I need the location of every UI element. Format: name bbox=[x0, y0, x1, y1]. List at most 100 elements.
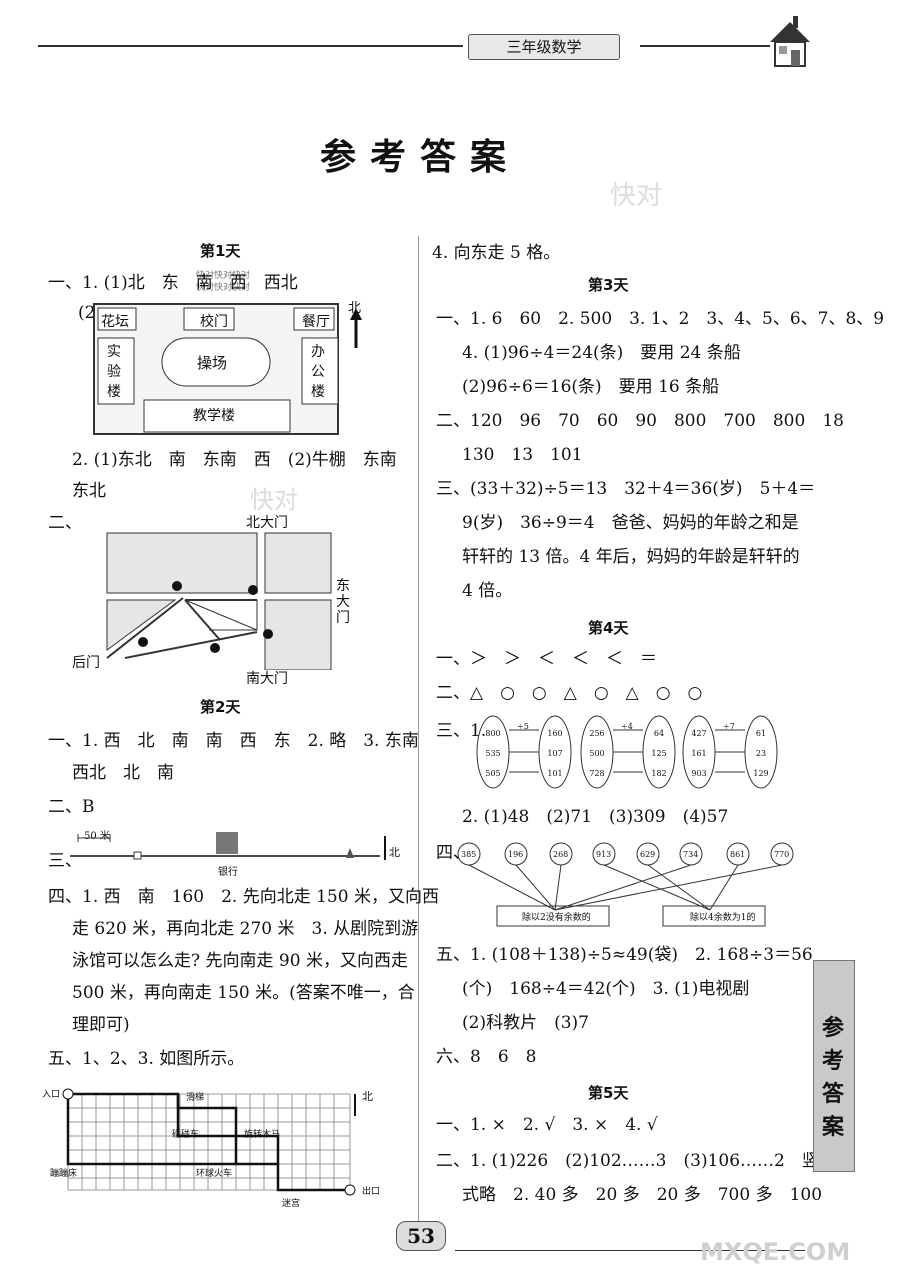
grid-label: 出口 bbox=[362, 1187, 381, 1197]
answer-line: 轩轩的 13 倍。4 年后，妈妈的年龄是轩轩的 bbox=[462, 547, 800, 567]
oval-g2-out: 64 125 182 bbox=[644, 724, 674, 784]
oval-op: ÷5 bbox=[517, 722, 529, 731]
day-1-heading: 第1天 bbox=[200, 242, 241, 260]
oval-value: 101 bbox=[547, 769, 563, 778]
category-box-left: 除以2没有余数的 bbox=[522, 913, 591, 923]
answer-line: 4. (1)96÷4＝24(条) 要用 24 条船 bbox=[462, 343, 741, 363]
oval-value: 182 bbox=[651, 769, 667, 778]
answer-line: 一、1. (1)北 东 南 西 西北 bbox=[48, 273, 298, 293]
oval-value: 500 bbox=[589, 749, 605, 758]
side-char: 答 bbox=[821, 1082, 844, 1107]
side-char: 考 bbox=[821, 1049, 844, 1074]
oval-value: 256 bbox=[589, 729, 605, 738]
circle-value: 196 bbox=[508, 850, 524, 859]
grid-label: 入口 bbox=[42, 1090, 61, 1100]
oval-value: 23 bbox=[755, 749, 767, 758]
scale-label: 50 米 bbox=[84, 831, 110, 842]
side-char: 案 bbox=[821, 1115, 844, 1140]
answer-line: (个) 168÷4＝42(个) 3. (1)电视剧 bbox=[462, 979, 750, 999]
answer-line: 三、(33＋32)÷5＝13 32＋4＝36(岁) 5＋4＝ bbox=[436, 479, 816, 499]
answer-line: 走 620 米，再向北走 270 米 3. 从剧院到游 bbox=[72, 919, 419, 939]
day-4-heading: 第4天 bbox=[588, 619, 629, 637]
circle-value: 770 bbox=[774, 850, 790, 859]
oval-g1-out: 160 107 101 bbox=[540, 724, 570, 784]
north-label: 北 bbox=[362, 1090, 373, 1103]
answer-line: 西北 北 南 bbox=[72, 763, 174, 783]
map-label: 餐厅 bbox=[302, 314, 330, 330]
header-rule-left bbox=[38, 45, 463, 47]
oval-value: 161 bbox=[691, 749, 707, 758]
circle-value: 629 bbox=[640, 850, 656, 859]
answer-line: 4. 向东走 5 格。 bbox=[432, 243, 561, 263]
answer-line: 一、1. × 2. √ 3. × 4. √ bbox=[436, 1115, 658, 1135]
town-map bbox=[106, 532, 332, 670]
page-number: 53 bbox=[396, 1221, 446, 1251]
answer-line: 二、1. (1)226 (2)102……3 (3)106……2 竖 bbox=[436, 1151, 819, 1171]
answer-line: 泳馆可以怎么走? 先向南走 90 米，又向西走 bbox=[72, 951, 408, 971]
oval-value: 505 bbox=[485, 769, 501, 778]
oval-value: 535 bbox=[485, 749, 501, 758]
header-subject: 三年级数学 bbox=[468, 34, 620, 60]
oval-value: 129 bbox=[753, 769, 769, 778]
map-label: 南大门 bbox=[246, 671, 288, 687]
header-rule-right bbox=[640, 45, 770, 47]
grid-label: 旋转木马 bbox=[244, 1130, 281, 1140]
answer-line: (2)科教片 (3)7 bbox=[462, 1013, 589, 1033]
page-title: 参考答案 bbox=[319, 137, 520, 178]
watermark-mxqe: MXQE.COM bbox=[700, 1238, 851, 1266]
answer-line: 4 倍。 bbox=[462, 581, 513, 601]
grid-label: 滑梯 bbox=[186, 1093, 205, 1103]
oval-value: 107 bbox=[547, 749, 563, 758]
answer-line: 500 米，再向南走 150 米。(答案不唯一，合 bbox=[72, 983, 415, 1003]
answer-line: 二、B bbox=[48, 797, 95, 817]
answer-line: 三、 bbox=[48, 851, 82, 871]
oval-g3-in: 427 161 903 bbox=[684, 724, 714, 784]
day-2-heading: 第2天 bbox=[200, 698, 241, 716]
circle-value: 734 bbox=[683, 850, 699, 859]
oval-value: 427 bbox=[691, 729, 707, 738]
side-tab-label: 参 考 答 案 bbox=[818, 1012, 848, 1144]
park-grid bbox=[62, 1088, 356, 1196]
oval-g3-out: 61 23 129 bbox=[746, 724, 776, 784]
map-label: 实验楼 bbox=[107, 344, 121, 400]
watermark-kuaidui: 快对 bbox=[610, 181, 663, 211]
circle-value: 268 bbox=[553, 850, 569, 859]
answer-line: 式略 2. 40 多 20 多 20 多 700 多 100 bbox=[462, 1185, 823, 1205]
map-label: 东大门 bbox=[336, 578, 350, 626]
oval-op: ÷4 bbox=[621, 722, 633, 731]
day-3-heading: 第3天 bbox=[588, 276, 629, 294]
circle-value: 385 bbox=[461, 850, 477, 859]
answer-line: 一、＞ ＞ ＜ ＜ ＜ ＝ bbox=[436, 649, 657, 669]
answer-line: 2. (1)48 (2)71 (3)309 (4)57 bbox=[462, 807, 729, 827]
campus-map bbox=[93, 303, 362, 435]
circle-value: 861 bbox=[730, 850, 746, 859]
answer-line: 六、8 6 8 bbox=[436, 1047, 537, 1067]
answer-line: 130 13 101 bbox=[462, 445, 583, 465]
map-label: 操场 bbox=[197, 354, 228, 372]
answer-line: 五、1. (108＋138)÷5≈49(袋) 2. 168÷3＝56 bbox=[436, 945, 813, 965]
answer-line: 四、1. 西 南 160 2. 先向北走 150 米，又向西 bbox=[48, 887, 439, 907]
answer-line: 三、1. bbox=[436, 721, 487, 741]
watermark-small-1: 快对快对快对 bbox=[196, 271, 251, 281]
answer-line: 理即可) bbox=[72, 1015, 130, 1035]
oval-g1-in: 800 535 505 bbox=[478, 724, 508, 784]
grid-label: 碰碰车 bbox=[172, 1130, 200, 1140]
map-label: 校门 bbox=[200, 314, 228, 330]
north-label: 北 bbox=[348, 301, 362, 316]
map-label: 北大门 bbox=[246, 515, 288, 531]
answer-line: 二、120 96 70 60 90 800 700 800 18 bbox=[436, 411, 844, 431]
map-label: 办公楼 bbox=[311, 344, 325, 400]
answer-line: 东北 bbox=[72, 481, 106, 501]
answer-line: 一、1. 6 60 2. 500 3. 1、2 3、4、5、6、7、8、9 bbox=[436, 309, 885, 329]
answer-line: 二、△ ○ ○ △ ○ △ ○ ○ bbox=[436, 683, 703, 703]
answer-line: 四、 bbox=[436, 843, 470, 863]
oval-value: 64 bbox=[653, 729, 665, 738]
north-label: 北 bbox=[389, 846, 400, 859]
oval-value: 160 bbox=[547, 729, 563, 738]
grid-label: 环球火车 bbox=[196, 1169, 233, 1179]
answer-line: 9(岁) 36÷9＝4 爸爸、妈妈的年龄之和是 bbox=[462, 513, 799, 533]
oval-value: 125 bbox=[651, 749, 667, 758]
oval-op: ÷7 bbox=[723, 722, 735, 731]
footer-rule bbox=[455, 1250, 805, 1251]
oval-value: 903 bbox=[691, 769, 707, 778]
